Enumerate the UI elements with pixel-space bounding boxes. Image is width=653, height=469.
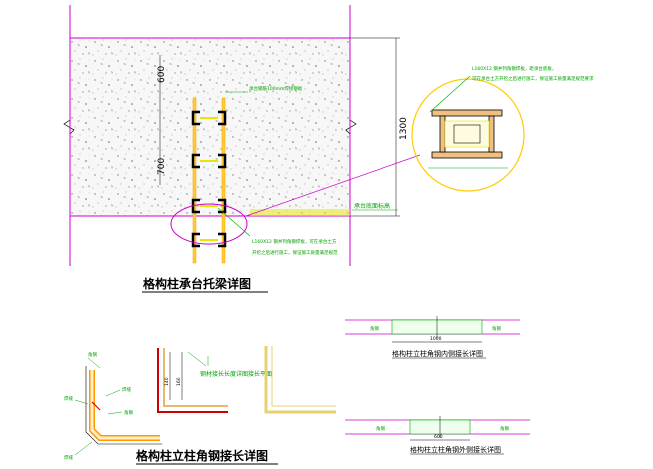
inner-dim: 1000 [430,336,442,342]
leader-splice [187,351,207,367]
concrete-slab [69,37,351,217]
inner-splice-detail: 1000 角钢 角钢 格构柱立柱角钢内侧接长详图 [345,316,520,359]
highlight-ellipse [170,203,248,245]
inner-title: 格构柱立柱角钢内侧接长详图 [392,349,483,358]
leader-to-detail [245,154,421,217]
main-title: 格构柱承台托梁详图 [143,276,251,291]
note-top-label: 承台钢筋100mm焊接钢板 [249,85,303,92]
lattice-column-rail-left [192,97,197,264]
inner-side-left: 角钢 [370,325,379,332]
splice-detail: 角钢 焊缝 角钢 焊缝 焊缝 140 160 钢材接长长度详图接长平面 格构柱立… [64,346,336,465]
note-lower-left-2: 开挖之后进行施工，保证施工质量满足规范 [252,249,338,256]
lattice-column-rail-right [221,97,226,264]
note-upper-right-1: L160X12 钢并列角钢焊板，距承台底板， [472,65,556,72]
splice-title: 格构柱立柱角钢接长详图 [136,448,268,463]
note-upper-right-2: 可在承台土方开挖之后进行施工，保证施工质量满足规范要求 [472,75,594,82]
splice-label-5: 焊缝 [64,454,73,461]
outer-side-left: 角钢 [376,425,385,432]
angle-3d-leaders [74,357,123,456]
angle-3d-outer [89,370,160,441]
splice-label-1: 角钢 [88,351,97,358]
splice-label-4: 焊缝 [64,395,73,402]
outer-side-right: 角钢 [500,425,509,432]
break-mark-right [345,119,357,135]
dim-700: 700 [157,158,167,175]
angle-section-mid-inner [163,348,228,407]
break-mark-left [63,119,75,135]
yellow-plates [200,117,218,241]
splice-label-2: 焊缝 [122,386,131,393]
angle-section-right-edge [271,346,336,407]
detail-circle-content [428,109,508,169]
outer-splice-detail: 600 角钢 角钢 格构柱立柱角钢外侧接长详图 [345,416,530,455]
detail-circle [411,78,525,192]
angle-3d-edge [85,366,162,445]
leader-upper-right [429,75,471,113]
dim-1300: 1300 [399,117,409,140]
dim-160: 160 [176,377,182,386]
inner-side-right: 角钢 [492,325,501,332]
label-slab-bottom: 承台底面标高 [354,202,390,210]
splice-leader-label: 钢材接长长度详图接长平面 [200,370,272,378]
leader-lower-left [217,207,251,237]
pile-cap-detail: 600 700 1300 承台钢筋100mm焊接钢板 [63,5,594,293]
angle-section-right [264,346,336,414]
outer-title: 格构柱立柱角钢外侧接长详图 [410,445,501,454]
angle-3d-weld [91,401,101,411]
outer-dim: 600 [434,434,443,440]
note-lower-left-1: L160X12 钢并列角钢焊板，可在承台土方 [252,238,337,245]
splice-label-3: 角钢 [124,409,133,416]
slab-bottom-band [250,209,350,216]
angle-3d-inner [90,370,160,440]
dim-140: 140 [164,377,170,386]
dim-600: 600 [157,66,167,83]
steel-brackets [191,110,227,248]
angle-section-mid [157,348,228,413]
